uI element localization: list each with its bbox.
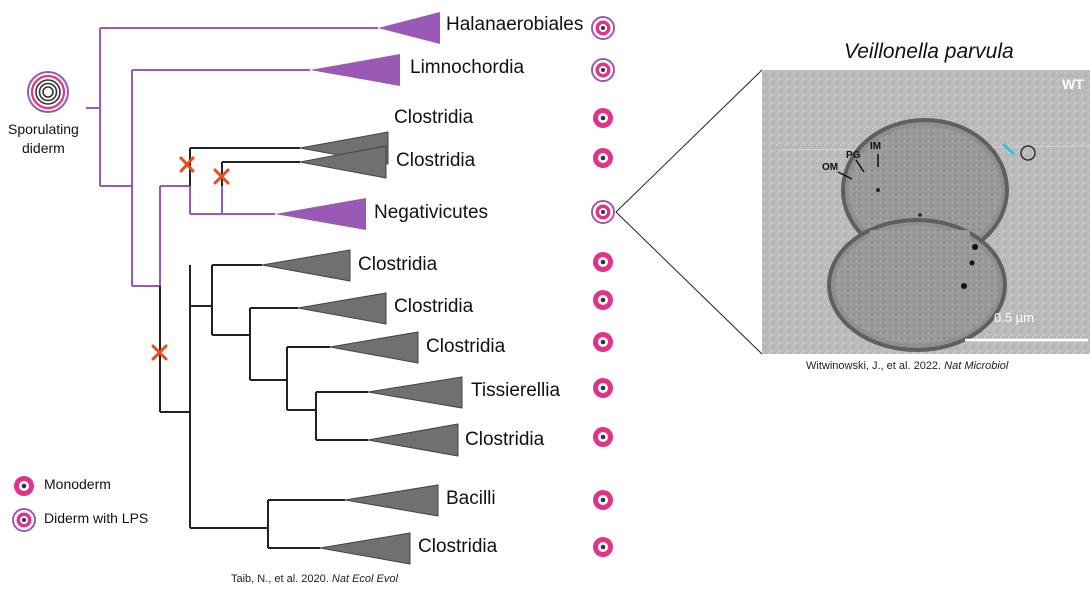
clade-triangle-clostridia-6 bbox=[368, 424, 458, 456]
diderm-icon bbox=[592, 59, 614, 81]
root-label: Sporulating diderm bbox=[8, 120, 79, 158]
monoderm-icon bbox=[593, 252, 613, 272]
taxon-label: Clostridia bbox=[394, 107, 473, 129]
monoderm-icon bbox=[593, 108, 613, 128]
taxon-label: Clostridia bbox=[396, 150, 475, 172]
clade-triangle-limnochordia bbox=[310, 54, 400, 86]
clostridia-branch-5 bbox=[250, 347, 330, 410]
monoderm-icon bbox=[593, 427, 613, 447]
root-label-line2: diderm bbox=[8, 139, 79, 158]
monoderm-icon bbox=[14, 476, 34, 496]
clostridia-branch-3 bbox=[190, 265, 262, 335]
monoderm-icon bbox=[593, 490, 613, 510]
clade-triangle-negativicutes bbox=[275, 198, 366, 230]
clade-triangle-clostridia-4 bbox=[298, 293, 386, 324]
diderm-icon bbox=[13, 509, 35, 531]
limnochordia-branch bbox=[100, 70, 310, 286]
tree-citation-journal: Nat Ecol Evol bbox=[332, 573, 398, 585]
clostridia-branch-2 bbox=[222, 162, 300, 186]
taxon-label: Bacilli bbox=[446, 488, 496, 510]
clade-triangles bbox=[262, 12, 462, 564]
monoderm-icon bbox=[593, 148, 613, 168]
taxon-label: Clostridia bbox=[394, 296, 473, 318]
clade-triangle-clostridia-7 bbox=[320, 533, 410, 564]
loss-marker-x-1 bbox=[181, 158, 193, 171]
tree-citation-authors: Taib, N., et al. 2020. bbox=[231, 573, 329, 585]
membrane-icons bbox=[592, 17, 614, 557]
legend-label-diderm: Diderm with LPS bbox=[44, 510, 148, 526]
scale-bar-label: 0.5 µm bbox=[994, 310, 1034, 325]
taxon-label: Limnochordia bbox=[410, 57, 524, 79]
membrane-label-im: IM bbox=[870, 141, 881, 152]
clade-triangle-clostridia-5 bbox=[330, 332, 418, 363]
taxon-label: Clostridia bbox=[426, 336, 505, 358]
monoderm-icon bbox=[593, 290, 613, 310]
tree-citation: Taib, N., et al. 2020. Nat Ecol Evol bbox=[231, 573, 398, 585]
diderm-icon bbox=[592, 201, 614, 223]
tissierellia-branch bbox=[287, 392, 368, 440]
membrane-label-om: OM bbox=[822, 162, 838, 173]
taxon-label: Clostridia bbox=[418, 536, 497, 558]
monoderm-icon bbox=[593, 332, 613, 352]
monoderm-icon bbox=[593, 537, 613, 557]
clostridia-branch-4 bbox=[212, 308, 298, 380]
clade-triangle-clostridia-3 bbox=[262, 250, 350, 281]
legend-label-monoderm: Monoderm bbox=[44, 476, 111, 492]
membrane-label-pg: PG bbox=[846, 150, 860, 161]
taxon-label: Halanaerobiales bbox=[446, 14, 583, 36]
micrograph-citation-authors: Witwinowski, J., et al. 2022. bbox=[806, 360, 941, 372]
legend-icons bbox=[13, 476, 35, 531]
micrograph-citation: Witwinowski, J., et al. 2022. Nat Microb… bbox=[806, 360, 1008, 372]
micrograph-corner-label: WT bbox=[1062, 76, 1084, 92]
clade-triangle-halanaerobiales bbox=[378, 12, 440, 44]
negativicutes-branch bbox=[190, 186, 275, 214]
taxon-label: Clostridia bbox=[465, 429, 544, 451]
micrograph-image bbox=[762, 70, 1090, 354]
root-label-line1: Sporulating bbox=[8, 120, 79, 139]
clade-triangle-tissierellia bbox=[368, 377, 462, 408]
inner-purple-branch bbox=[132, 186, 190, 286]
clostridia-branch-1 bbox=[190, 148, 300, 186]
micrograph-title: Veillonella parvula bbox=[844, 40, 1014, 64]
taxon-label: Clostridia bbox=[358, 254, 437, 276]
taxon-label: Negativicutes bbox=[374, 202, 488, 224]
bacilli-branch bbox=[190, 500, 345, 548]
monoderm-icon bbox=[593, 378, 613, 398]
zoom-lines bbox=[616, 70, 762, 354]
sporulating-diderm-icon bbox=[28, 72, 68, 112]
clade-triangle-bacilli bbox=[345, 485, 438, 516]
tree-branches bbox=[86, 28, 378, 548]
diderm-icon bbox=[592, 17, 614, 39]
taxon-label: Tissierellia bbox=[471, 380, 560, 402]
micrograph-citation-journal: Nat Microbiol bbox=[944, 360, 1008, 372]
lower-clade-branch bbox=[160, 265, 190, 528]
